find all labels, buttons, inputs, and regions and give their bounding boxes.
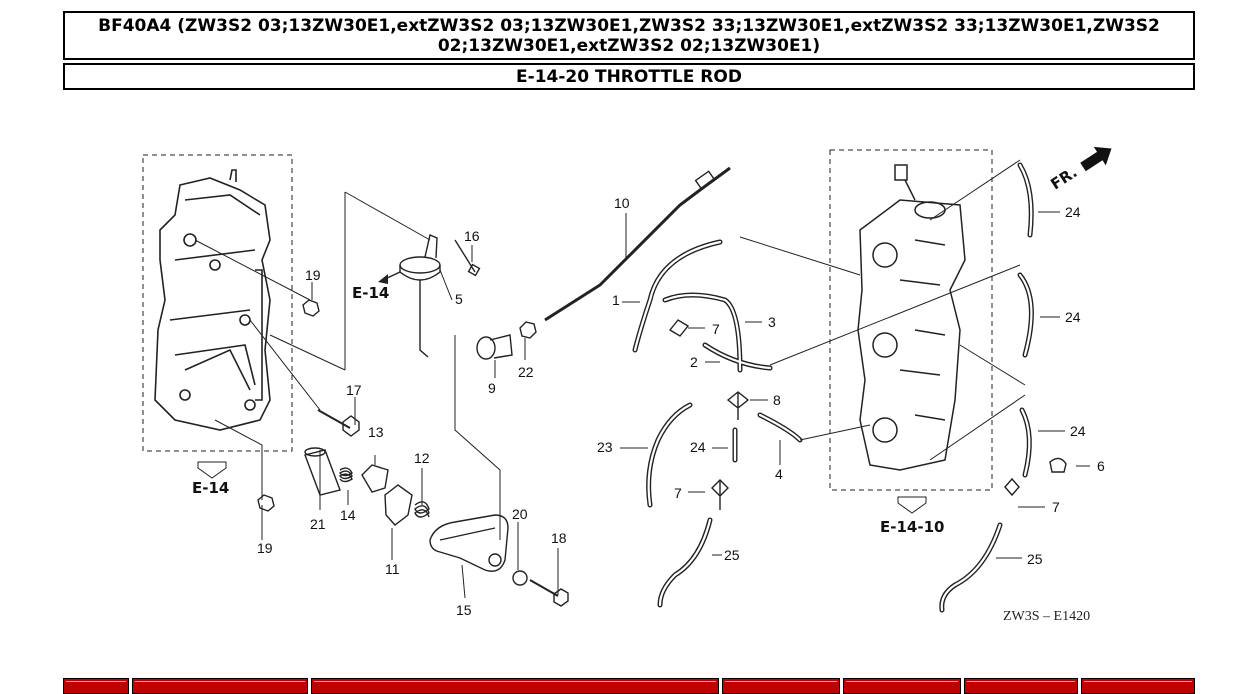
- front-label: FR.: [1047, 163, 1080, 193]
- hose-part-24-c: [1017, 272, 1034, 358]
- bolt-part-18: [529, 579, 559, 597]
- callout-15: 15: [456, 602, 472, 618]
- callout-20: 20: [512, 506, 528, 522]
- callout-7-a: 7: [712, 321, 720, 337]
- ref-arrow-bottom-right: [897, 496, 927, 514]
- manifold-dashed-box: [142, 154, 293, 452]
- ref-arrow-bottom-left: [197, 461, 227, 479]
- collar-part-21: [304, 447, 341, 496]
- callout-25-a: 25: [724, 547, 740, 563]
- callout-21: 21: [310, 516, 326, 532]
- table-header-cell: [1081, 678, 1195, 694]
- ref-arrow-head: [378, 274, 388, 284]
- callout-7-c: 7: [1052, 499, 1060, 515]
- fitting-part-8: [726, 391, 750, 420]
- callout-24-c: 24: [1065, 309, 1081, 325]
- callout-24-b: 24: [1065, 204, 1081, 220]
- callout-9: 9: [488, 380, 496, 396]
- callout-19-a: 19: [305, 267, 321, 283]
- lever-part-11: [384, 484, 413, 526]
- section-title: E-14-20 THROTTLE ROD: [63, 63, 1195, 90]
- callout-18: 18: [551, 530, 567, 546]
- callout-24-d: 24: [1070, 423, 1086, 439]
- ref-label-left: E-14: [352, 284, 389, 302]
- spring-part-12: [414, 501, 430, 518]
- intake-manifold-part: [154, 169, 271, 431]
- callout-1: 1: [612, 292, 620, 308]
- washer-part-20: [512, 570, 528, 586]
- callout-19-b: 19: [257, 540, 273, 556]
- callout-14: 14: [340, 507, 356, 523]
- callout-17: 17: [346, 382, 362, 398]
- table-header-cell: [311, 678, 719, 694]
- hoses: [632, 162, 1034, 613]
- callout-8: 8: [773, 392, 781, 408]
- fitting-part-7-b: [711, 479, 729, 510]
- front-direction-arrow: [1080, 146, 1112, 172]
- diagram-code: ZW3S – E1420: [1003, 609, 1090, 624]
- callout-7-b: 7: [674, 485, 682, 501]
- callout-11: 11: [385, 561, 400, 577]
- clip-part-6: [1049, 457, 1067, 473]
- callout-3: 3: [768, 314, 776, 330]
- callout-10: 10: [614, 195, 630, 211]
- callout-12: 12: [414, 450, 430, 466]
- nut-19-lower: [257, 494, 275, 512]
- callout-25-b: 25: [1027, 551, 1043, 567]
- diaphragm-part-5: [399, 234, 441, 358]
- callout-2: 2: [690, 354, 698, 370]
- callout-6: 6: [1097, 458, 1105, 474]
- hose-part-25-a: [657, 517, 713, 608]
- nut-19-upper: [302, 299, 320, 317]
- model-title: BF40A4 (ZW3S2 03;13ZW30E1,extZW3S2 03;13…: [63, 11, 1195, 60]
- table-header-cell: [132, 678, 308, 694]
- table-header-cell: [63, 678, 129, 694]
- carb-dashed-box: [829, 149, 993, 491]
- table-header-cell: [722, 678, 840, 694]
- hose-part-23: [646, 402, 693, 508]
- table-header-cell: [964, 678, 1078, 694]
- callout-4: 4: [775, 466, 783, 482]
- nut-22: [519, 321, 537, 339]
- bolt-17: [317, 409, 351, 429]
- callout-numbers: 1 2 3 4 5 6 7 7 7 8 9 10 11 12 13 14 15 …: [257, 195, 1105, 618]
- rod-joint-part-9: [476, 334, 513, 360]
- callout-5: 5: [455, 291, 463, 307]
- hose-part-25-b: [939, 522, 1003, 613]
- lever-part-13: [361, 464, 389, 493]
- ref-label-bottom-right: E-14-10: [880, 518, 944, 536]
- callout-23: 23: [597, 439, 613, 455]
- fitting-part-7-c: [1004, 477, 1020, 497]
- fitting-part-7-a: [668, 319, 690, 337]
- callout-13: 13: [368, 424, 384, 440]
- throttle-arm-part-15: [429, 514, 509, 572]
- throttle-rod-part-10: [544, 166, 731, 322]
- carburetor-assembly: [857, 164, 966, 471]
- callout-22: 22: [518, 364, 534, 380]
- spring-part-14: [338, 467, 353, 483]
- ref-label-bottom-left: E-14: [192, 479, 229, 497]
- parts-diagram: FR. E-14 E-14 E-14-10 ZW3S – E1420 1 2 3…: [142, 146, 1112, 624]
- callout-24-a: 24: [690, 439, 706, 455]
- table-header-cell: [843, 678, 961, 694]
- callout-16: 16: [464, 228, 480, 244]
